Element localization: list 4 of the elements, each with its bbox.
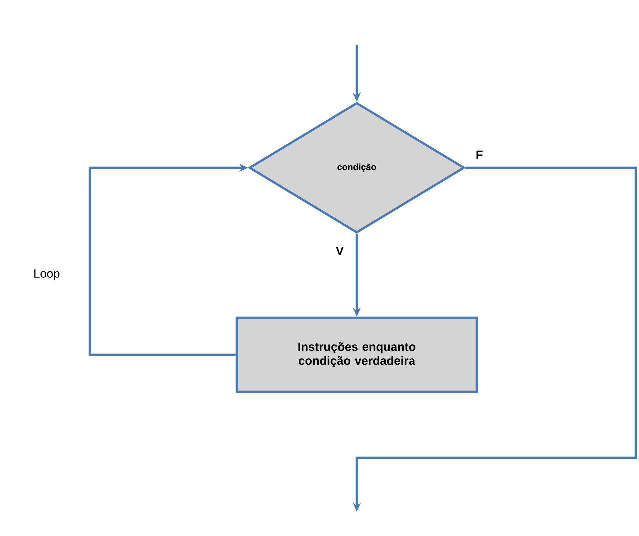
- edge-label: F: [476, 150, 483, 160]
- edge-label: V: [336, 247, 344, 256]
- edge-label: Loop: [34, 270, 60, 280]
- process-box: Instruções enquanto condição verdadeira: [236, 316, 478, 394]
